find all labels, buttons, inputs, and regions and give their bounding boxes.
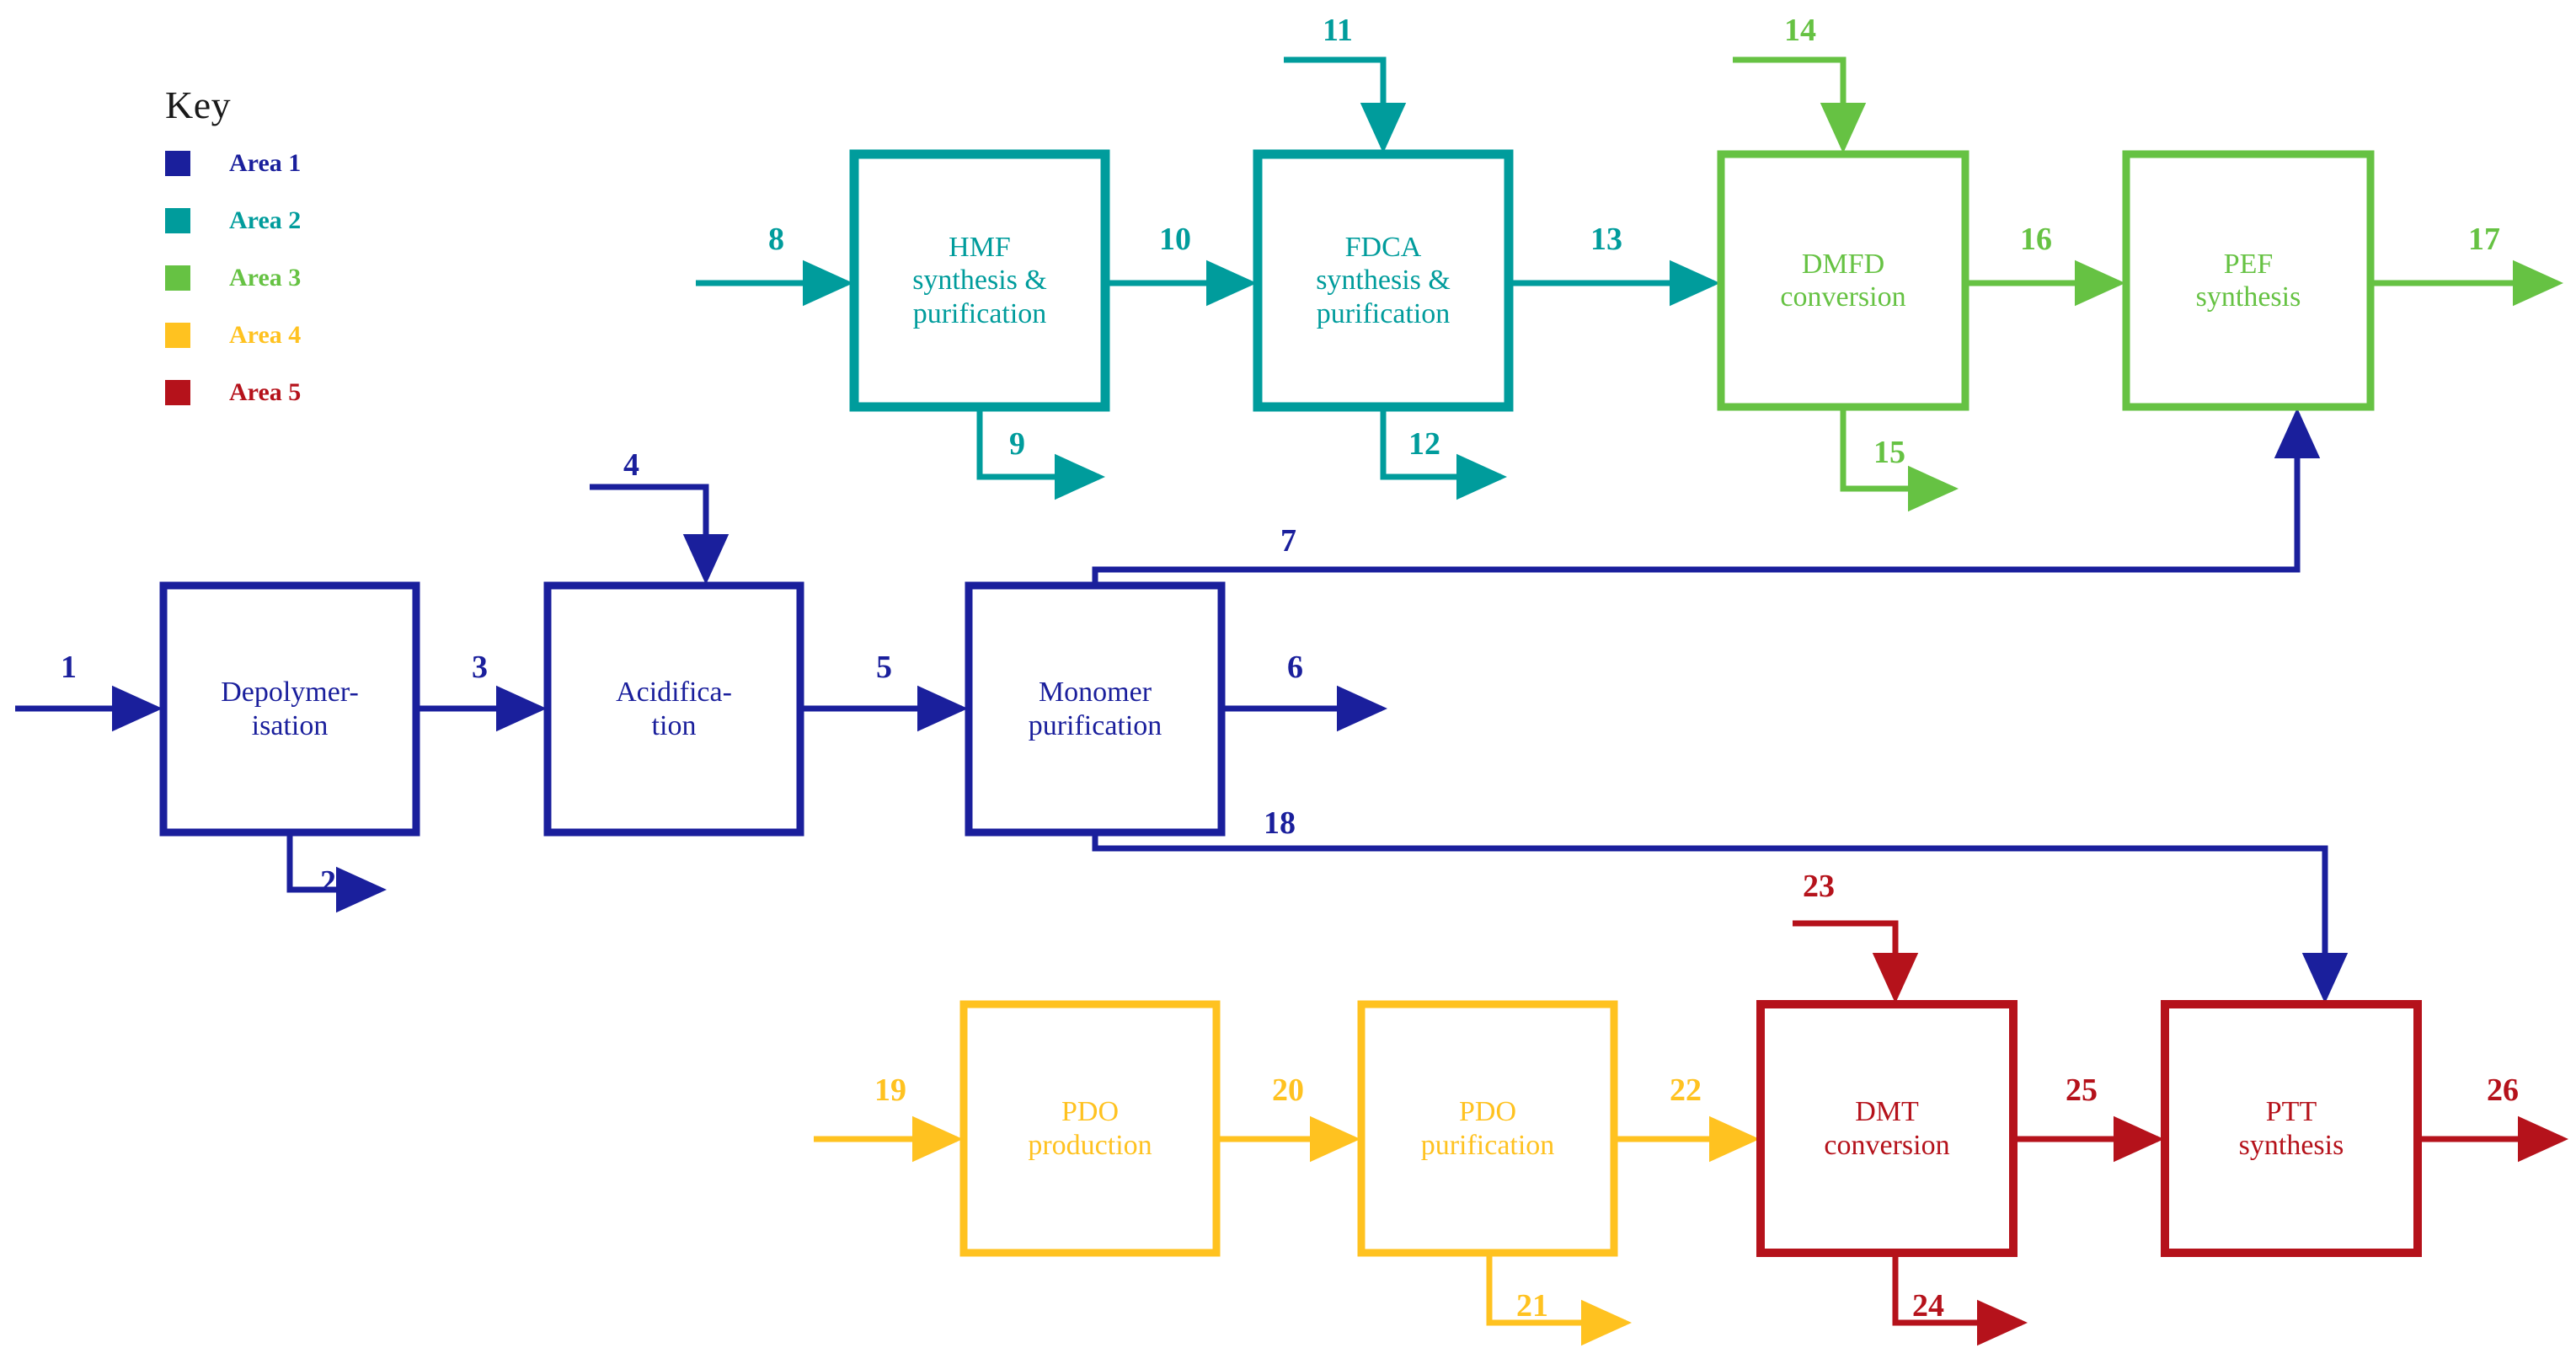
- block-pef-synthesis[interactable]: [2122, 150, 2375, 411]
- stream-line-21: [1486, 1253, 1633, 1346]
- block-monomer-purification[interactable]: [965, 581, 1226, 837]
- stream-line-24: [1892, 1253, 2028, 1346]
- stream-label-12: 12: [1408, 426, 1440, 462]
- stream-label-10: 10: [1159, 222, 1191, 257]
- stream-label-18: 18: [1264, 805, 1296, 841]
- stream-line-2: [286, 832, 387, 913]
- stream-label-25: 25: [2066, 1072, 2098, 1108]
- block-ptt-synthesis[interactable]: [2161, 1000, 2422, 1257]
- stream-line-15: [1840, 407, 1959, 512]
- legend-label-area-1: Area 1: [229, 149, 302, 177]
- stream-line-7: [1092, 407, 2321, 586]
- stream-label-24: 24: [1912, 1288, 1944, 1324]
- stream-label-26: 26: [2487, 1072, 2519, 1108]
- stream-label-15: 15: [1873, 435, 1905, 470]
- stream-label-9: 9: [1009, 426, 1025, 462]
- block-acidification[interactable]: [543, 581, 804, 837]
- stream-label-14: 14: [1784, 13, 1816, 48]
- legend-key: Key Area 1 Area 2 Area 3 Area 4 Area 5: [165, 83, 301, 414]
- block-pdo-production[interactable]: [959, 1000, 1221, 1257]
- legend-item-area-3[interactable]: Area 3: [165, 257, 301, 299]
- legend-swatch-area-4: [165, 323, 190, 348]
- stream-label-22: 22: [1670, 1072, 1702, 1108]
- stream-line-12: [1380, 407, 1508, 500]
- stream-label-2: 2: [320, 864, 336, 900]
- block-depolymerisation[interactable]: [159, 581, 420, 837]
- stream-label-8: 8: [768, 222, 784, 257]
- stream-label-16: 16: [2020, 222, 2052, 257]
- stream-label-17: 17: [2468, 222, 2500, 257]
- stream-line-11: [1284, 56, 1407, 154]
- legend-item-area-4[interactable]: Area 4: [165, 314, 301, 356]
- stream-label-21: 21: [1516, 1288, 1548, 1324]
- legend-title: Key: [165, 83, 232, 126]
- legend-label-area-4: Area 4: [229, 321, 302, 349]
- block-dmfd-conversion[interactable]: [1717, 150, 1969, 411]
- stream-line-23: [1793, 920, 1919, 1004]
- legend-label-area-5: Area 5: [229, 378, 302, 406]
- stream-label-6: 6: [1287, 650, 1303, 685]
- legend-swatch-area-3: [165, 265, 190, 291]
- stream-label-20: 20: [1272, 1072, 1304, 1108]
- stream-line-14: [1733, 56, 1867, 154]
- legend-item-area-2[interactable]: Area 2: [165, 200, 301, 242]
- legend-label-area-2: Area 2: [229, 206, 302, 234]
- block-fdca-synthesis[interactable]: [1253, 149, 1514, 412]
- block-pdo-purification[interactable]: [1357, 1000, 1618, 1257]
- stream-label-11: 11: [1323, 13, 1353, 48]
- stream-label-19: 19: [874, 1072, 906, 1108]
- block-hmf-synthesis[interactable]: [849, 149, 1110, 412]
- legend-swatch-area-1: [165, 151, 190, 176]
- block-dmt-conversion[interactable]: [1756, 1000, 2018, 1257]
- stream-line-9: [976, 407, 1106, 500]
- legend-swatch-area-5: [165, 380, 190, 405]
- legend-swatch-area-2: [165, 208, 190, 233]
- stream-label-5: 5: [876, 650, 892, 685]
- stream-label-7: 7: [1280, 523, 1296, 559]
- stream-line-18: [1092, 832, 2349, 1004]
- stream-label-1: 1: [61, 650, 77, 685]
- legend-label-area-3: Area 3: [229, 264, 302, 292]
- legend-item-area-5[interactable]: Area 5: [165, 372, 301, 414]
- stream-label-4: 4: [623, 447, 639, 483]
- stream-label-3: 3: [472, 650, 488, 685]
- stream-label-23: 23: [1803, 869, 1835, 904]
- stream-line-4: [590, 484, 730, 586]
- stream-label-13: 13: [1590, 222, 1622, 257]
- legend-item-area-1[interactable]: Area 1: [165, 142, 301, 185]
